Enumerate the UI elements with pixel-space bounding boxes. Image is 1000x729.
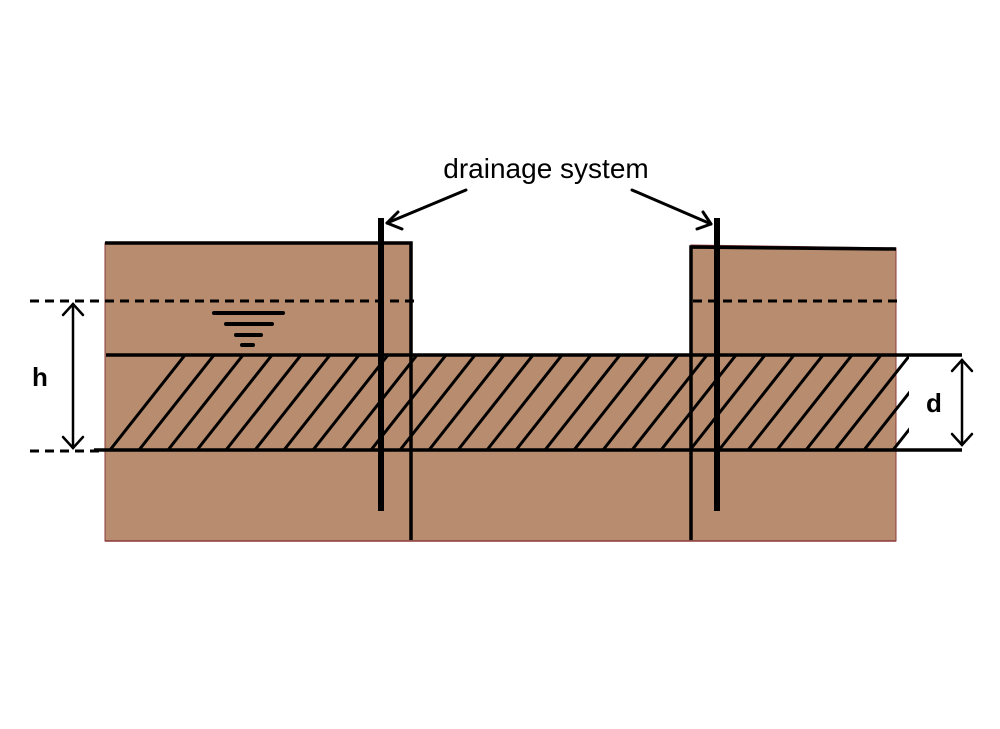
- hatch-line: [630, 356, 709, 450]
- hatch-line: [572, 356, 651, 450]
- hatch-line: [253, 356, 332, 450]
- right-ground-surface: [689, 245, 897, 540]
- hatch-line: [456, 356, 535, 450]
- diagram-title: drainage system: [443, 153, 648, 184]
- hatch-line: [224, 356, 303, 450]
- hatch-line: [108, 356, 187, 450]
- water-table-lines: [30, 299, 900, 453]
- d-arrow-top-head: [950, 358, 974, 373]
- title-arrows: [385, 188, 713, 231]
- hatch-line: [833, 356, 909, 450]
- arrow-right-shaft: [630, 188, 713, 226]
- hatch-line: [804, 356, 883, 450]
- left-ground-surface: [105, 241, 413, 540]
- d-label: d: [926, 388, 942, 418]
- hatch-line: [891, 427, 909, 450]
- hatch-line: [427, 356, 506, 450]
- hatch-line: [746, 356, 825, 450]
- hatch-line: [717, 356, 796, 450]
- hatch-line: [195, 356, 274, 450]
- hatch-line: [311, 356, 390, 450]
- h-label: h: [32, 362, 48, 392]
- soil-left-block: [104, 242, 412, 542]
- h-arrow-bottom-head: [61, 435, 85, 450]
- soil-body: [104, 242, 897, 542]
- d-arrow-bottom-head: [950, 432, 974, 447]
- hatch-line: [166, 356, 245, 450]
- hatch-line: [775, 356, 854, 450]
- hatch-line: [514, 356, 593, 450]
- h-dimension: [61, 302, 85, 450]
- hatch-line: [137, 356, 216, 450]
- arrow-right-head: [695, 210, 713, 231]
- d-dimension: [950, 358, 974, 447]
- water-table-icon: [212, 311, 285, 347]
- hatch-line: [659, 356, 738, 450]
- hatch-line: [543, 356, 622, 450]
- hatch-line: [282, 356, 361, 450]
- hatch-line: [485, 356, 564, 450]
- layer-lines: [94, 241, 962, 540]
- hatch-line: [688, 356, 767, 450]
- hatched-layer: [108, 356, 909, 450]
- soil-center-block: [410, 355, 692, 541]
- arrow-left-shaft: [385, 188, 468, 225]
- h-arrow-top-head: [61, 302, 85, 317]
- arrow-left-head: [385, 210, 404, 231]
- hatch-line: [862, 390, 909, 450]
- drains: [378, 218, 720, 511]
- hatch-line: [601, 356, 680, 450]
